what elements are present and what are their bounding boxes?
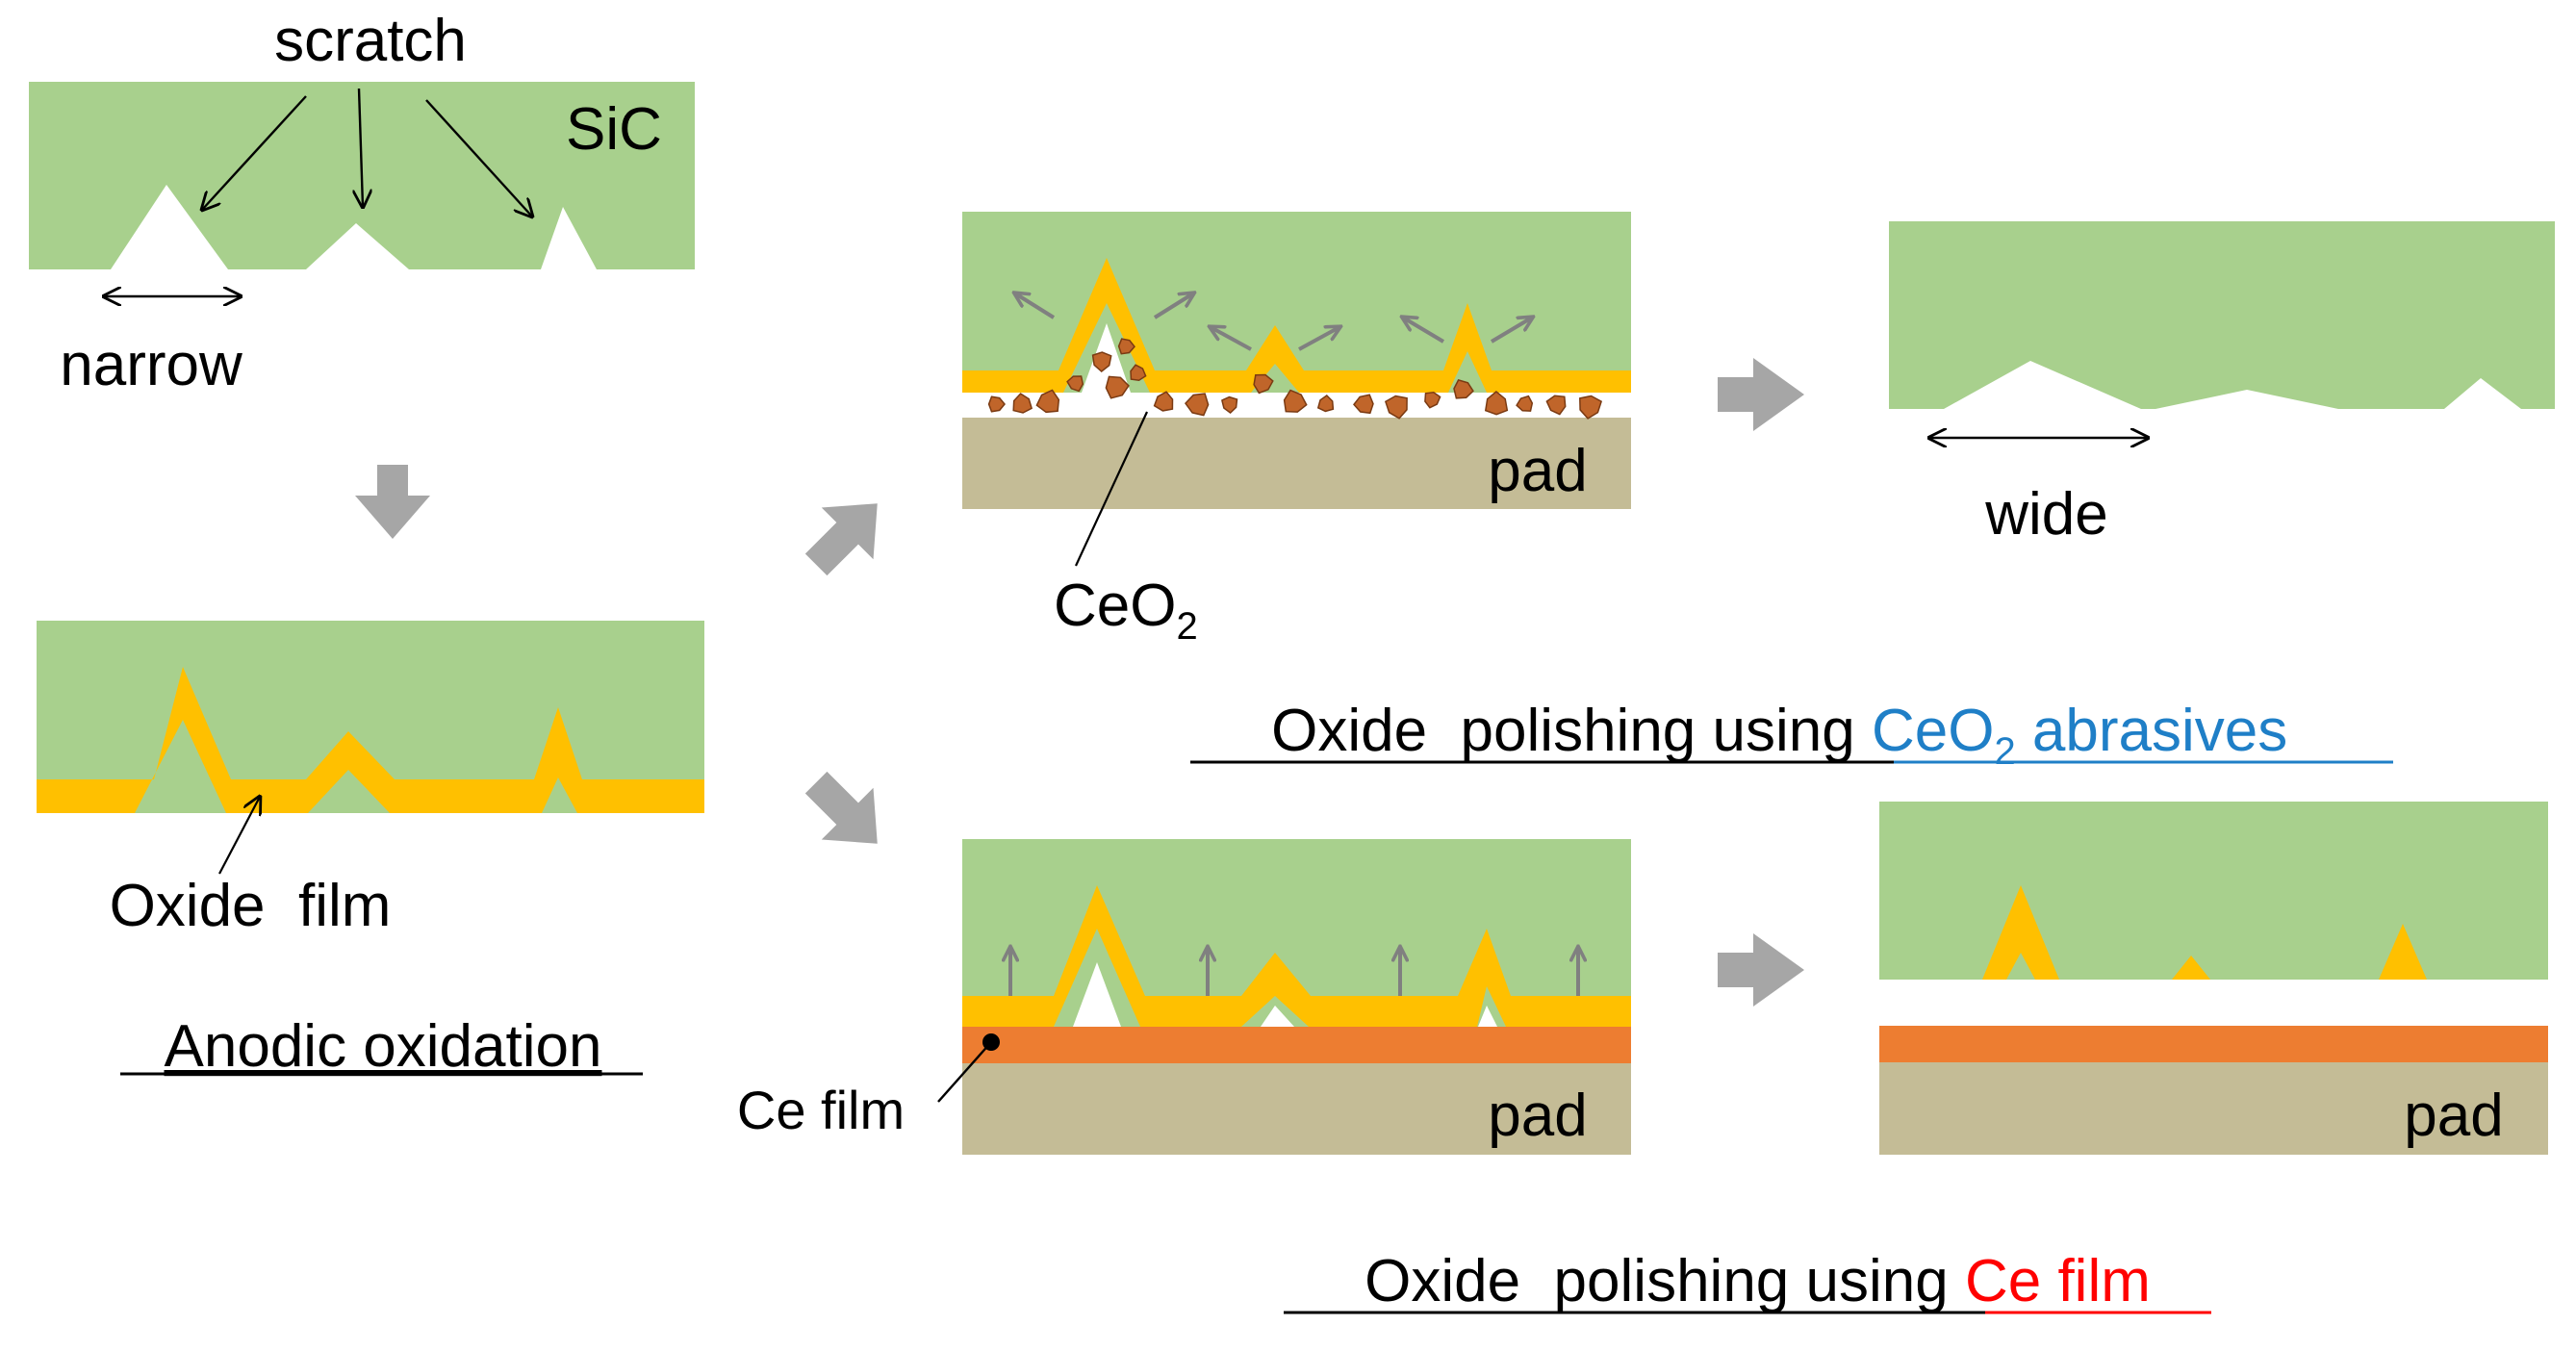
ceo2-particle: [1117, 338, 1135, 355]
pad-label-ceo2: pad: [1488, 438, 1587, 504]
removal-arrows-ce-film: [1010, 948, 1578, 996]
ceo2-particle: [1453, 379, 1474, 399]
ceo2-label-main: CeO: [1054, 573, 1176, 639]
ceo2-particle: [1579, 395, 1603, 420]
scratch-pointer-2: [359, 88, 363, 207]
ceo2-method-title-subscript: 2: [1994, 730, 2015, 773]
ceo2-particle: [1105, 375, 1130, 399]
anodic-oxidation-panel: Oxide film Anodic oxidation: [37, 621, 704, 1080]
removal-arrow: [1153, 293, 1193, 319]
scratch-pointer-3: [425, 99, 532, 217]
wide-label: wide: [1984, 481, 2108, 548]
ceo2-particle: [1221, 395, 1238, 414]
removal-arrow: [1490, 318, 1532, 344]
process-arrow-down: [355, 465, 430, 539]
process-arrow-right-upper: [1718, 358, 1804, 431]
ce-film-method-title: Oxide polishing using Ce film: [1282, 1248, 2201, 1314]
ceo2-particle: [1185, 393, 1210, 417]
initial-sic-panel: scratch SiC narrow: [29, 8, 695, 398]
oxide-film-pointer: [218, 797, 260, 875]
pad-ceo2: [962, 418, 1631, 509]
ceo2-particle: [1384, 395, 1408, 420]
ceo2-particle: [1283, 389, 1308, 413]
white-gap-ce-result: [1879, 980, 2548, 1026]
sic-block-ce-result: [1879, 802, 2548, 980]
ceo2-particle: [1035, 389, 1060, 414]
oxide-film-anodic: [37, 667, 704, 813]
ce-film-polishing-panel: pad Ce film: [737, 839, 1631, 1155]
scratch-label: scratch: [274, 8, 467, 74]
process-arrow-right-lower: [1718, 933, 1804, 1007]
ceo2-method-title: Oxide polishing using CeO2 abrasives: [1188, 698, 2337, 773]
removal-arrow: [1211, 327, 1252, 351]
scratch-void-ce-film-small: [1261, 1006, 1294, 1027]
narrow-label: narrow: [60, 332, 242, 398]
ceo2-particle: [1091, 351, 1112, 372]
ceo2-polishing-panel: pad CeO2: [962, 212, 1631, 648]
ceo2-particle: [987, 395, 1006, 413]
scratch-void-ce-film: [1073, 962, 1121, 1027]
ce-film-layer: [962, 1027, 1631, 1063]
ce-film-method-title-highlight: Ce film: [1965, 1248, 2151, 1314]
ceo2-method-title-rest: abrasives: [2016, 698, 2288, 764]
anodic-oxidation-title: Anodic oxidation: [165, 1013, 602, 1080]
oxide-remnant-large: [1982, 885, 2059, 980]
ceo2-particle: [1424, 392, 1441, 409]
ceo2-particle: [1066, 375, 1084, 393]
removal-arrows-ceo2: [1015, 293, 1532, 351]
scratch-void-ce-film-tip: [1478, 1006, 1497, 1027]
removal-arrow: [1298, 327, 1339, 351]
ceo2-particle: [1545, 395, 1567, 416]
ce-film-method-title-prefix: Oxide polishing using: [1365, 1248, 1965, 1314]
oxide-film-ceo2: [962, 258, 1631, 393]
ceo2-method-title-highlight: CeO: [1872, 698, 1994, 764]
ceo2-particle: [1253, 373, 1274, 395]
ceo2-method-title-prefix: Oxide polishing using: [1271, 698, 1872, 764]
removal-arrow: [1403, 318, 1445, 344]
oxide-remnant-tip: [2379, 924, 2427, 980]
ce-film-label: Ce film: [737, 1080, 905, 1140]
removal-arrow: [1015, 293, 1056, 319]
pad-ce-film: [962, 1063, 1631, 1155]
process-arrow-up-right: [804, 503, 878, 576]
ceo2-pointer: [1075, 411, 1148, 567]
pad-ce-result: [1879, 1062, 2548, 1155]
oxide-film-label: Oxide film: [110, 873, 392, 939]
ceo2-particles: [987, 338, 1603, 420]
ceo2-particle: [1484, 391, 1509, 416]
ceo2-label-subscript: 2: [1176, 605, 1197, 648]
process-arrow-down-right: [804, 771, 878, 844]
oxide-film-ce-film: [962, 885, 1631, 1027]
ceo2-particle: [1130, 364, 1147, 381]
ceo2-result-panel: wide: [1889, 221, 2555, 548]
ceo2-particle: [1153, 391, 1174, 412]
ceo2-particle: [1353, 394, 1374, 415]
scratch-pointer-1: [202, 95, 307, 210]
ce-film-result-panel: pad: [1879, 802, 2548, 1155]
sic-label: SiC: [566, 96, 662, 163]
ce-film-pointer-dot: [982, 1033, 1000, 1051]
oxide-remnant-small: [2172, 956, 2210, 980]
sic-block-wide-result: [1889, 221, 2555, 409]
pad-label-ce-result: pad: [2404, 1083, 2503, 1149]
ce-film-layer-result: [1879, 1026, 2548, 1062]
ceo2-particle: [1012, 393, 1033, 414]
ceo2-particle: [1316, 395, 1335, 413]
ceo2-particle: [1516, 395, 1534, 412]
pad-label-ce-film: pad: [1488, 1083, 1587, 1149]
ce-film-pointer: [937, 1041, 992, 1103]
ceo2-label: CeO2: [1054, 573, 1198, 648]
